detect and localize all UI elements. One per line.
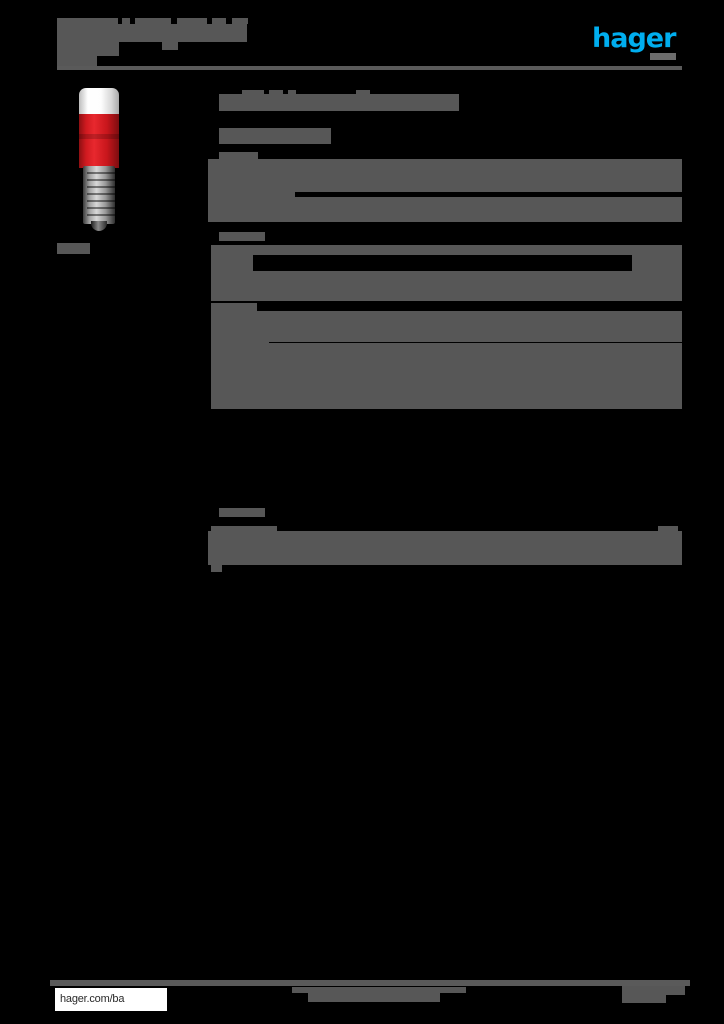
document-title-redacted (177, 18, 207, 24)
spec-row (211, 526, 277, 531)
spec-row (211, 311, 682, 342)
lamp-contact-tip (91, 221, 107, 231)
footer-page-number-redacted (622, 986, 685, 995)
spec-table-block (208, 197, 682, 222)
document-title-redacted (232, 18, 248, 24)
spec-row (211, 343, 682, 373)
product-title-redacted (219, 94, 459, 111)
document-title-redacted (212, 18, 226, 24)
spec-row (211, 303, 257, 311)
lamp-screw-base-e10 (83, 166, 119, 224)
header-divider (57, 66, 682, 70)
spec-row-value (632, 263, 682, 271)
spec-row (211, 263, 253, 271)
product-title-redacted (288, 90, 296, 94)
footer-page-number-redacted (622, 995, 666, 1003)
led-lamp-graphic (79, 88, 119, 238)
spec-row-label (219, 190, 295, 197)
spec-row (211, 271, 682, 301)
document-title-redacted (57, 18, 118, 24)
document-subtitle-redacted (162, 42, 178, 50)
lamp-lens-red (79, 114, 119, 168)
footer-url-box[interactable]: hager.com/ba (55, 988, 167, 1011)
spec-row-label (211, 565, 222, 572)
spec-row-value (658, 526, 678, 531)
section-heading-redacted (211, 335, 269, 343)
spec-row-value (632, 253, 682, 263)
document-title-redacted (135, 18, 171, 24)
product-title-redacted (356, 90, 370, 94)
hager-logo: hager (592, 23, 676, 54)
logo-subtitle-redacted (650, 53, 676, 60)
spec-row (211, 255, 253, 263)
product-image-caption-redacted (57, 243, 90, 254)
document-title-redacted (57, 24, 247, 42)
product-subtitle-redacted (219, 128, 331, 144)
spec-row (211, 383, 682, 409)
spec-table-block (208, 531, 682, 565)
spec-table-block (208, 159, 682, 192)
section-heading-redacted (219, 508, 265, 517)
section-heading-redacted (219, 152, 258, 159)
section-heading-redacted (219, 232, 265, 241)
footer-divider (50, 980, 690, 986)
footer-center-redacted (308, 993, 440, 1002)
product-title-redacted (269, 90, 283, 94)
spec-row-label (208, 192, 220, 198)
document-subtitle-redacted (57, 42, 119, 56)
product-title-redacted (242, 90, 264, 94)
footer-center-redacted (292, 987, 466, 993)
document-title-redacted (122, 18, 130, 24)
page-header (57, 14, 682, 70)
lamp-cap (79, 88, 119, 118)
footer-url-text[interactable]: hager.com/ba (60, 993, 125, 1005)
spec-row (211, 245, 682, 255)
product-image (57, 88, 172, 238)
spec-row (211, 375, 257, 383)
